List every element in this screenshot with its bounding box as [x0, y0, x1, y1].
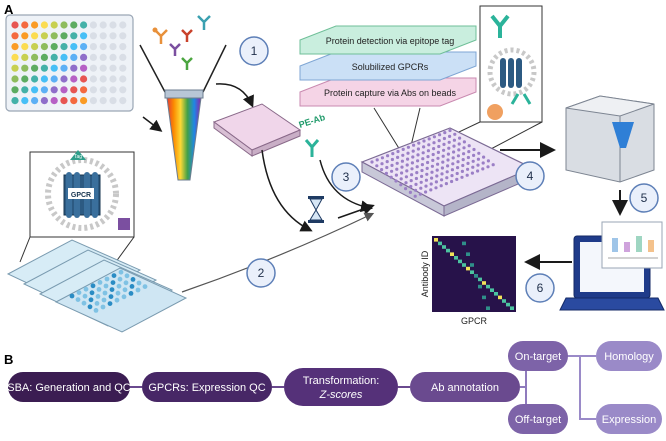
assay-layers: Protein detection via epitope tag Solubi… [299, 25, 477, 107]
svg-text:6: 6 [537, 281, 544, 295]
pe-ab-label: PE-Ab [298, 112, 327, 130]
svg-text:3: 3 [343, 170, 350, 184]
antibody-reagents-icon [152, 15, 211, 70]
svg-text:Ab annotation: Ab annotation [431, 382, 499, 394]
step-on-target [508, 341, 568, 371]
panel-label-a: A [4, 2, 14, 17]
gpcr-receptor-callout: GPCR Tag [19, 150, 135, 271]
arrow-hourglass-to-plate [337, 203, 375, 219]
step-transformation [284, 368, 398, 406]
step-gpcr-expression [142, 372, 272, 402]
step-5-marker: 5 [629, 183, 659, 213]
step-sba-generation [8, 372, 130, 402]
arrow-to-bead-plate [215, 83, 254, 108]
step-ab-annotation [410, 372, 520, 402]
svg-text:1: 1 [251, 44, 258, 58]
svg-text:On-target: On-target [515, 351, 561, 363]
step-2-marker: 2 [246, 258, 276, 288]
heatmap-y-label: Antibody ID [420, 250, 430, 297]
zscore-heatmap [432, 236, 516, 312]
layer-solubilized-label: Solubilized GPCRs [352, 62, 429, 72]
svg-text:Homology: Homology [604, 351, 654, 363]
step-6-marker: 6 [525, 273, 555, 303]
arrow-plate-to-tube [142, 116, 163, 132]
step-homology [596, 341, 662, 371]
svg-text:GPCRs: Expression QC: GPCRs: Expression QC [148, 382, 265, 394]
step-4-marker: 4 [515, 161, 545, 191]
layer-detection-label: Protein detection via epitope tag [326, 36, 455, 46]
pe-antibody-icon [304, 139, 320, 157]
panel-b-flowchart: SBA: Generation and QC GPCRs: Expression… [7, 341, 662, 434]
heatmap-x-label: GPCR [461, 316, 488, 326]
hourglass-icon [308, 196, 324, 223]
layer-capture-label: Protein capture via Abs on beads [324, 88, 457, 98]
svg-text:Z-scores: Z-scores [319, 389, 363, 401]
well-plate-96 [5, 14, 134, 112]
bead-plate-pink [212, 103, 302, 157]
arrow-cells-to-plate [181, 212, 375, 293]
svg-text:5: 5 [641, 191, 648, 205]
collection-tube-icon [164, 89, 204, 181]
step-1-marker: 1 [239, 36, 269, 66]
tag-label: Tag [74, 154, 82, 160]
svg-text:Off-target: Off-target [515, 414, 561, 426]
svg-text:Transformation:: Transformation: [303, 375, 380, 387]
svg-text:SBA: Generation and QC: SBA: Generation and QC [7, 382, 131, 394]
svg-text:Expression: Expression [602, 414, 656, 426]
laptop-analysis-icon [559, 221, 665, 311]
arrow-beads-to-plate [261, 149, 313, 232]
step-off-target [508, 404, 568, 434]
funnel-lines [139, 44, 227, 93]
bead-capture-callout [373, 5, 543, 161]
svg-text:4: 4 [527, 169, 534, 183]
svg-text:2: 2 [258, 266, 265, 280]
step-expression [596, 404, 662, 434]
panel-label-b: B [4, 352, 13, 367]
gpcr-cell-plates [6, 239, 188, 333]
gpcr-text: GPCR [71, 192, 91, 199]
flow-cytometer-icon [565, 95, 655, 183]
step-3-marker: 3 [331, 162, 361, 192]
assay-plate-384 [360, 127, 534, 217]
